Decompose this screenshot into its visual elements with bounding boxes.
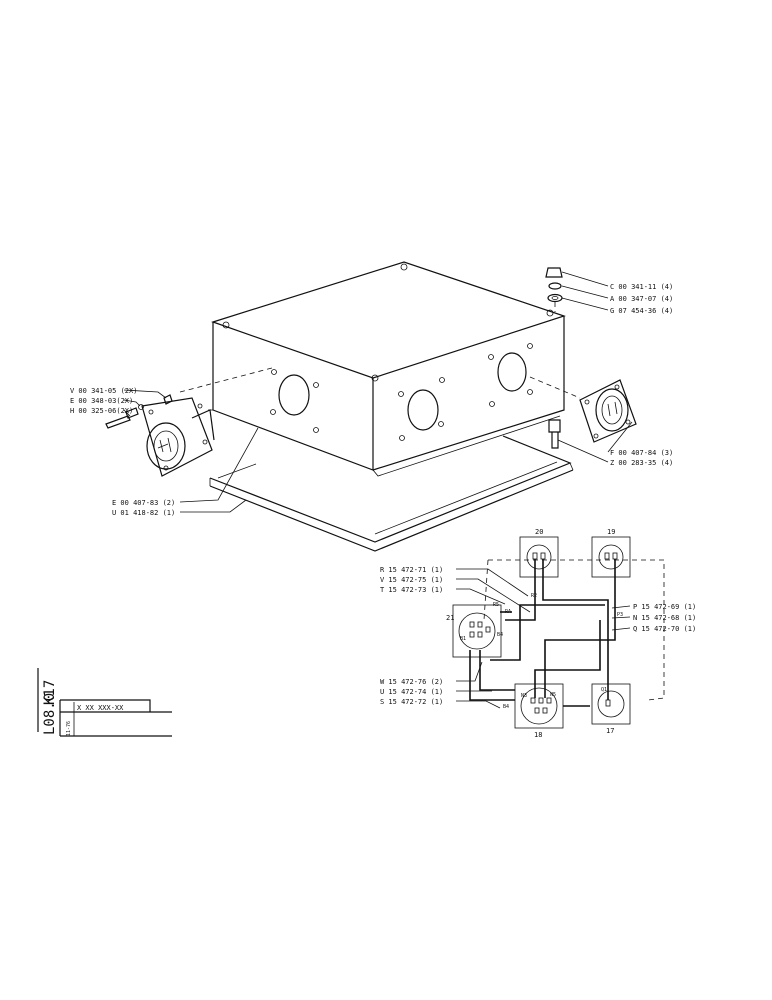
connector-21-label: 21 xyxy=(446,614,454,622)
svg-text:P3: P3 xyxy=(617,612,623,618)
svg-text:B4: B4 xyxy=(503,704,509,710)
wire-label-n: N 15 472-68 (1) xyxy=(633,614,696,622)
connector-18-label: 18 xyxy=(534,731,542,739)
wire-label-s: S 15 472-72 (1) xyxy=(380,698,443,706)
sheet-code-top: K17 xyxy=(42,680,58,705)
svg-text:B1: B1 xyxy=(460,636,466,642)
connector-20-label: 20 xyxy=(535,528,543,536)
connector-17-label: 17 xyxy=(606,727,614,735)
sheet-code-bottom: L08.0 xyxy=(42,693,58,735)
right-bolt xyxy=(548,419,561,449)
svg-text:RA: RA xyxy=(505,609,511,615)
wire-label-t: T 15 472-73 (1) xyxy=(380,586,443,594)
svg-text:Q1: Q1 xyxy=(601,687,607,693)
left-plug-connector xyxy=(141,397,215,477)
wire-label-w: W 15 472-76 (2) xyxy=(380,678,443,686)
leader-lines xyxy=(123,271,633,513)
assembly-line-left xyxy=(179,367,273,393)
part-label-v: V 00 341-05 (2X) xyxy=(70,387,137,395)
connector-19-label: 19 xyxy=(607,528,615,536)
right-plug-connector xyxy=(579,379,637,443)
part-label-g: G 07 454-36 (4) xyxy=(610,307,673,315)
wire-label-r: R 15 472-71 (1) xyxy=(380,566,443,574)
part-label-h: H 00 325-06(2X) xyxy=(70,407,133,415)
gasket-frame xyxy=(209,435,574,552)
reference-number-box: X XX XXX-XX xyxy=(77,704,124,712)
assembly-line-right xyxy=(529,376,581,399)
svg-text:R2: R2 xyxy=(531,593,537,599)
connector-18-box xyxy=(514,683,564,729)
svg-text:N5: N5 xyxy=(550,692,556,698)
wiring-schematic: R5 RA B1 B4 N3 N5 B4 Q1 P3 R2 xyxy=(452,536,665,729)
svg-text:R5: R5 xyxy=(493,602,499,608)
svg-text:B4: B4 xyxy=(497,632,503,638)
wire-label-u: U 15 472-74 (1) xyxy=(380,688,443,696)
housing-box xyxy=(208,261,566,477)
wire-label-v: V 15 472-75 (1) xyxy=(380,576,443,584)
part-label-e2: E 00 407-83 (2) xyxy=(112,499,175,507)
part-label-c: C 00 341-11 (4) xyxy=(610,283,673,291)
left-screws xyxy=(105,394,173,429)
connector-19-box xyxy=(591,536,631,578)
part-label-a: A 00 347-07 (4) xyxy=(610,295,673,303)
wire-label-q: Q 15 472-70 (1) xyxy=(633,625,696,633)
connector-17-box xyxy=(591,683,631,725)
part-label-u: U 01 418-82 (1) xyxy=(112,509,175,517)
connector-21-box xyxy=(452,604,502,658)
title-block xyxy=(37,668,172,737)
connector-20-box xyxy=(519,536,559,578)
svg-text:N3: N3 xyxy=(521,693,527,699)
part-label-z: Z 00 283-35 (4) xyxy=(610,459,673,467)
wire-label-p: P 15 472-69 (1) xyxy=(633,603,696,611)
sheet-date: 11-76 xyxy=(66,721,72,736)
part-label-f: F 00 407-84 (3) xyxy=(610,449,673,457)
nut-washer-stack xyxy=(545,267,563,303)
part-label-e: E 00 348-03(2X) xyxy=(70,397,133,405)
